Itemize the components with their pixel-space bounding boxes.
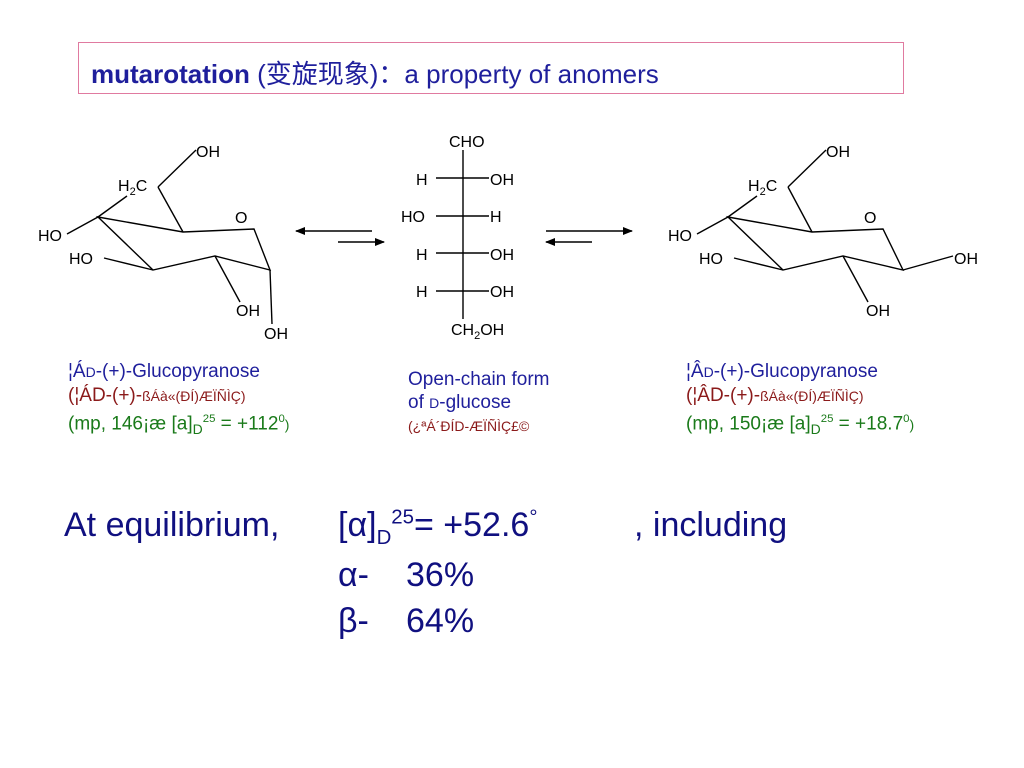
beta-anomer-label: β- (338, 602, 369, 640)
beta-ho-c3: HO (699, 251, 723, 268)
alpha-h2c: H2C (118, 178, 147, 198)
beta-oh-c1: OH (954, 251, 978, 268)
fischer-c4-left: H (416, 247, 428, 264)
alpha-ho-c4: HO (38, 228, 62, 245)
beta-ring-o: O (864, 210, 876, 227)
fischer-ch2oh: CH2OH (451, 322, 504, 342)
title-box: mutarotation (变旋现象)：a property of anomer… (78, 42, 904, 94)
slide-title: mutarotation (变旋现象)：a property of anomer… (91, 54, 659, 91)
beta-atom-labels: OH H2C O HO HO OH OH (668, 144, 978, 320)
alpha-caption-name: ¦ÁD-(+)-Glucopyranose (68, 361, 260, 382)
including-text: , including (634, 506, 788, 544)
left-equilibrium-arrows (295, 227, 385, 246)
fischer-c3-left: HO (401, 209, 425, 226)
fischer-c5-right: OH (490, 284, 514, 301)
fischer-c4-right: OH (490, 247, 514, 264)
fischer-c5-left: H (416, 284, 428, 301)
beta-caption-chinese: (¦ÂD-(+)-ßÁà«(ÐÍ)ÆÏÑÌÇ) (686, 385, 864, 406)
open-chain-caption-line1: Open-chain form (408, 369, 550, 390)
beta-caption-name: ¦ÂD-(+)-Glucopyranose (686, 361, 878, 382)
beta-caption-mp: (mp, 150¡æ [a]D25 = +18.70) (686, 413, 915, 438)
alpha-oh-c2: OH (236, 303, 260, 320)
beta-ho-c4: HO (668, 228, 692, 245)
fischer-c2-left: H (416, 172, 428, 189)
alpha-caption: ¦ÁD-(+)-Glucopyranose (¦ÁD-(+)-ßÁà«(ÐÍ)Æ… (68, 360, 289, 441)
alpha-atom-labels: OH H2C O HO HO OH OH (38, 144, 288, 343)
beta-anomer-percent: 64% (406, 602, 475, 640)
fischer-c3-right: H (490, 209, 502, 226)
specific-rotation: [α]D25= +52.6° (338, 506, 538, 549)
alpha-oh-ch2: OH (196, 144, 220, 161)
beta-oh-c2: OH (866, 303, 890, 320)
equilibrium-lead: At equilibrium, (64, 506, 280, 544)
title-rest: (变旋现象)：a property of anomers (249, 59, 659, 89)
right-equilibrium-arrows (545, 227, 633, 246)
fischer-labels: CHO H OH HO H H OH H OH CH2OH (401, 134, 514, 342)
title-bold: mutarotation (91, 59, 250, 89)
open-chain-caption-line2: of D-glucose (408, 392, 512, 413)
fischer-cho: CHO (449, 134, 485, 151)
beta-caption: ¦ÂD-(+)-Glucopyranose (¦ÂD-(+)-ßÁà«(ÐÍ)Æ… (686, 360, 914, 441)
alpha-glucopyranose-structure (66, 149, 273, 325)
open-chain-caption: Open-chain form of D-glucose (¿ªÁ´ÐÍD-ÆÏ… (408, 368, 550, 438)
beta-glucopyranose-structure (696, 149, 954, 303)
alpha-anomer-label: α- (338, 556, 369, 594)
open-chain-caption-chinese: (¿ªÁ´ÐÍD-ÆÏÑÌÇ£© (408, 418, 530, 434)
fischer-projection (436, 150, 489, 319)
alpha-ring-o: O (235, 210, 247, 227)
alpha-ho-c3: HO (69, 251, 93, 268)
beta-oh-ch2: OH (826, 144, 850, 161)
beta-h2c: H2C (748, 178, 777, 198)
alpha-oh-c1: OH (264, 326, 288, 343)
alpha-caption-mp: (mp, 146¡æ [a]D25 = +1120) (68, 413, 290, 438)
alpha-caption-chinese: (¦ÁD-(+)-ßÁà«(ÐÍ)ÆÏÑÌÇ) (68, 385, 246, 406)
alpha-anomer-percent: 36% (406, 556, 475, 594)
fischer-c2-right: OH (490, 172, 514, 189)
